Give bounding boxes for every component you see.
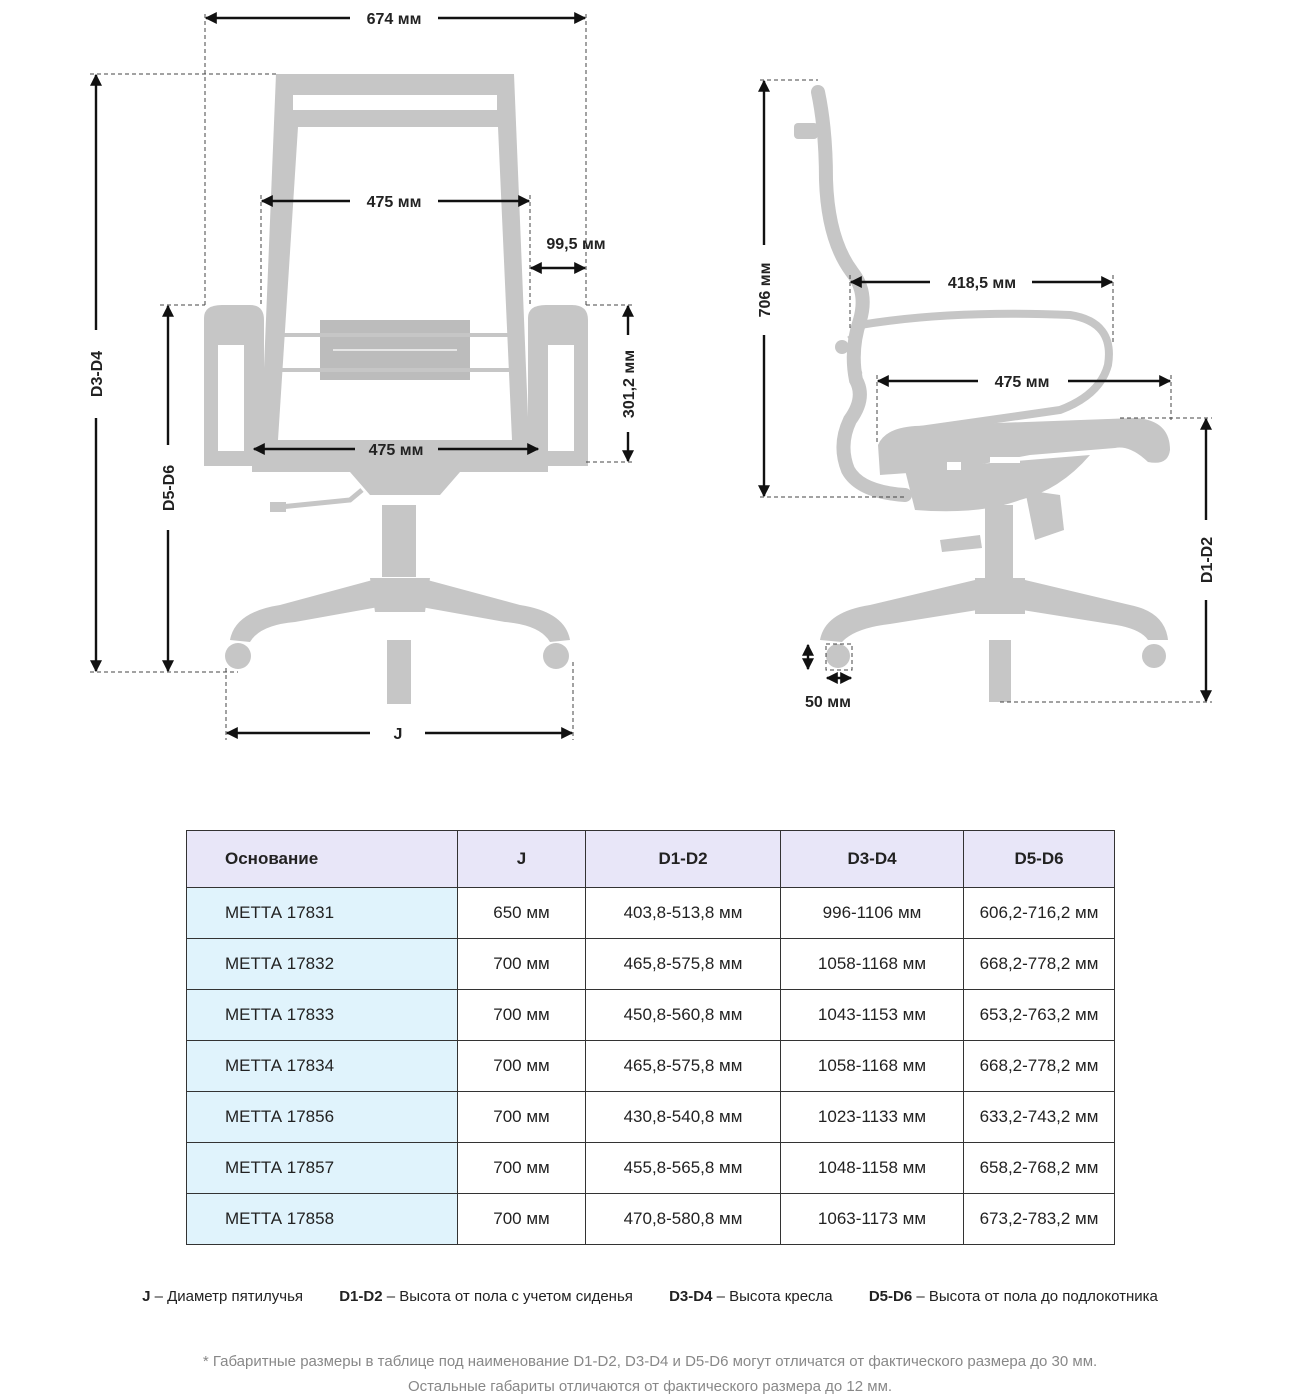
dim-seat-depth-top: 418,5 мм [948,275,1016,292]
footnote-other: Остальные габариты отличаются от фактиче… [407,1378,893,1395]
table-header-cell: Основание [186,830,458,888]
legend-text: – Высота от пола с учетом сиденья [382,1288,633,1305]
table-header-cell: D5-D6 [963,830,1115,888]
dimension-labels: 674 мм 475 мм 99,5 мм 301,2 мм 475 мм D3… [89,11,1216,743]
dim-armrest-height: 301,2 мм [621,350,638,418]
dim-back-width: 475 мм [367,194,422,211]
legend-key: J [142,1288,151,1305]
table-cell: 1048-1158 мм [780,1142,964,1194]
legend-key: D1-D2 [339,1288,383,1305]
table-cell: 1023-1133 мм [780,1091,964,1143]
table-cell: 633,2-743,2 мм [963,1091,1115,1143]
table-header-cell: D3-D4 [780,830,964,888]
table-row: МЕТТА 17831 650 мм 403,8-513,8 мм 996-11… [186,887,1115,939]
table-cell: 650 мм [457,887,586,939]
table-row: МЕТТА 17834 700 мм 465,8-575,8 мм 1058-1… [186,1040,1115,1092]
dim-seat-width: 475 мм [369,442,424,459]
dimensions-table: Основание J D1-D2 D3-D4 D5-D6 МЕТТА 1783… [186,830,1115,1245]
dim-base-diameter: J [394,726,403,743]
table-cell: 668,2-778,2 мм [963,938,1115,990]
dim-arm-width: 99,5 мм [546,236,605,253]
legend-item: D1-D2 – Высота от пола с учетом сиденья [339,1288,633,1305]
table-cell-base: МЕТТА 17832 [186,938,458,990]
table-cell: 700 мм [457,1040,586,1092]
table-cell: 700 мм [457,1142,586,1194]
legend-item: D5-D6 – Высота от пола до подлокотника [869,1288,1158,1305]
front-view-chair [204,74,588,704]
table-cell-base: МЕТТА 17857 [186,1142,458,1194]
table-cell: 465,8-575,8 мм [585,1040,781,1092]
dimension-arrows [90,12,1212,739]
table-header-cell: D1-D2 [585,830,781,888]
table-cell: 700 мм [457,1091,586,1143]
table-header-row: Основание J D1-D2 D3-D4 D5-D6 [186,830,1115,888]
table-cell: 996-1106 мм [780,887,964,939]
table-header-cell: J [457,830,586,888]
legend-text: – Высота кресла [712,1288,833,1305]
dim-armrest-floor: D5-D6 [161,465,178,511]
table-cell-base: МЕТТА 17856 [186,1091,458,1143]
table-row: МЕТТА 17832 700 мм 465,8-575,8 мм 1058-1… [186,938,1115,990]
table-cell: 450,8-560,8 мм [585,989,781,1041]
legend-key: D5-D6 [868,1288,913,1305]
table-cell: 470,8-580,8 мм [585,1193,781,1245]
footnote-tolerance: * Габаритные размеры в таблице под наиме… [202,1353,1098,1370]
table-row: МЕТТА 17858 700 мм 470,8-580,8 мм 1063-1… [186,1193,1115,1245]
table-cell: 606,2-716,2 мм [963,887,1115,939]
table-row: МЕТТА 17857 700 мм 455,8-565,8 мм 1048-1… [186,1142,1115,1194]
legend: J – Диаметр пятилучья D1-D2 – Высота от … [0,1288,1300,1305]
dim-seat-floor: D1-D2 [1199,537,1216,583]
table-cell: 700 мм [457,1193,586,1245]
table-cell: 430,8-540,8 мм [585,1091,781,1143]
table-cell: 403,8-513,8 мм [585,887,781,939]
table-cell: 668,2-778,2 мм [963,1040,1115,1092]
table-cell: 1058-1168 мм [780,938,964,990]
table-cell-base: МЕТТА 17833 [186,989,458,1041]
dim-back-height-side: 706 мм [757,263,774,318]
table-cell: 1058-1168 мм [780,1040,964,1092]
table-cell: 700 мм [457,938,586,990]
dim-wheel: 50 мм [805,694,851,711]
table-cell: 465,8-575,8 мм [585,938,781,990]
table-cell-base: МЕТТА 17834 [186,1040,458,1092]
table-cell-base: МЕТТА 17858 [186,1193,458,1245]
table-cell: 1063-1173 мм [780,1193,964,1245]
table-cell: 653,2-763,2 мм [963,989,1115,1041]
legend-item: J – Диаметр пятилучья [142,1288,303,1305]
table-row: МЕТТА 17833 700 мм 450,8-560,8 мм 1043-1… [186,989,1115,1041]
dim-total-height: D3-D4 [89,351,106,397]
table-cell: 455,8-565,8 мм [585,1142,781,1194]
legend-key: D3-D4 [669,1288,713,1305]
table-cell: 673,2-783,2 мм [963,1193,1115,1245]
legend-item: D3-D4 – Высота кресла [669,1288,833,1305]
dim-seat-depth: 475 мм [995,374,1050,391]
table-row: МЕТТА 17856 700 мм 430,8-540,8 мм 1023-1… [186,1091,1115,1143]
table-cell: 658,2-768,2 мм [963,1142,1115,1194]
chair-dimension-drawing: 674 мм 475 мм 99,5 мм 301,2 мм 475 мм D3… [89,11,1216,743]
table-cell-base: МЕТТА 17831 [186,887,458,939]
side-view-chair [794,85,1170,702]
table-cell: 700 мм [457,989,586,1041]
legend-text: – Диаметр пятилучья [150,1288,304,1305]
table-cell: 1043-1153 мм [780,989,964,1041]
dim-front-width: 674 мм [367,11,422,28]
legend-text: – Высота от пола до подлокотника [912,1288,1158,1305]
